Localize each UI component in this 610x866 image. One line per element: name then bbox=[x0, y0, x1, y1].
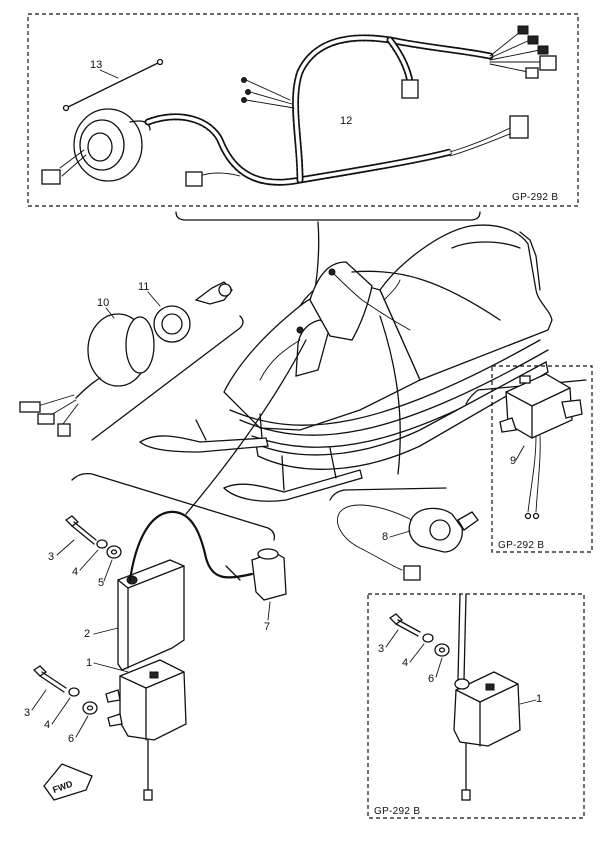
relay-9 bbox=[499, 373, 583, 520]
right-dashed-frame bbox=[491, 365, 593, 553]
callout-11: 11 bbox=[138, 281, 149, 293]
washer-5 bbox=[106, 545, 122, 559]
callout-12: 12 bbox=[340, 115, 352, 127]
key-switch-11 bbox=[153, 281, 233, 343]
ignition-coil-group: 3 4 5 2 7 bbox=[24, 472, 287, 801]
forward-direction-marker: FWD bbox=[43, 763, 93, 801]
leader-to-sensor bbox=[379, 315, 401, 475]
bottom-dashed-frame bbox=[367, 593, 585, 819]
bolt-3-upper bbox=[64, 515, 97, 545]
ignition-switch-group: 10 11 bbox=[19, 281, 244, 441]
washer-6-variant bbox=[434, 643, 450, 657]
callout-9: 9 bbox=[510, 455, 516, 467]
wire-harness-12 bbox=[144, 25, 557, 187]
harness-group: GP-292 B 13 bbox=[27, 13, 579, 207]
coil-variant-group: GP-292 B 3 4 6 1 bbox=[367, 593, 585, 819]
ht-lead bbox=[128, 510, 254, 582]
relay-group: GP-292 B 9 bbox=[465, 365, 593, 553]
callout-1-left: 1 bbox=[86, 657, 92, 669]
main-switch-10 bbox=[19, 313, 155, 437]
callout-6-lower: 6 bbox=[68, 733, 74, 745]
meter-gauge bbox=[41, 108, 151, 185]
sensor-8 bbox=[337, 504, 479, 581]
top-frame-code: GP-292 B bbox=[512, 192, 558, 203]
callout-3-lower: 3 bbox=[24, 707, 30, 719]
callout-10: 10 bbox=[97, 297, 109, 309]
ht-lead-variant bbox=[457, 593, 461, 681]
bottom-frame-code: GP-292 B bbox=[374, 806, 420, 817]
callout-2: 2 bbox=[84, 628, 90, 640]
top-dashed-frame bbox=[27, 13, 579, 207]
right-frame-code: GP-292 B bbox=[498, 540, 544, 551]
callout-13: 13 bbox=[90, 59, 102, 71]
ignition-coil-1-variant bbox=[453, 671, 521, 801]
lock-washer-4-lower bbox=[68, 687, 80, 697]
callout-4-lower: 4 bbox=[44, 719, 50, 731]
coil-group-bracket bbox=[71, 472, 276, 541]
callout-3-variant: 3 bbox=[378, 643, 384, 655]
sensor-group: 8 bbox=[329, 487, 479, 581]
callout-4-upper: 4 bbox=[72, 566, 78, 578]
plug-cap-7 bbox=[225, 548, 287, 601]
lead-wire-13 bbox=[62, 58, 164, 112]
lock-washer-4-variant bbox=[422, 633, 434, 643]
callout-4-variant: 4 bbox=[402, 657, 408, 669]
leader-to-ignition bbox=[185, 339, 307, 515]
washer-6-lower bbox=[82, 701, 98, 715]
leader-to-relay bbox=[351, 270, 501, 321]
relay-group-bracket bbox=[465, 379, 587, 405]
ignition-group-bracket bbox=[91, 315, 244, 441]
callout-8: 8 bbox=[382, 531, 388, 543]
callout-5: 5 bbox=[98, 577, 104, 589]
sensor-group-bracket bbox=[329, 487, 447, 501]
lock-washer-4-upper bbox=[96, 539, 108, 549]
bolt-3-lower bbox=[32, 665, 67, 693]
callout-1-variant: 1 bbox=[536, 693, 542, 705]
callout-6-variant: 6 bbox=[428, 673, 434, 685]
snowmobile bbox=[138, 224, 553, 502]
callout-3-upper: 3 bbox=[48, 551, 54, 563]
callout-7: 7 bbox=[264, 621, 270, 633]
coil-bracket-2 bbox=[117, 559, 185, 671]
top-group-bracket bbox=[175, 211, 481, 221]
ignition-coil-1-left bbox=[105, 659, 187, 801]
bolt-3-variant bbox=[388, 613, 421, 637]
